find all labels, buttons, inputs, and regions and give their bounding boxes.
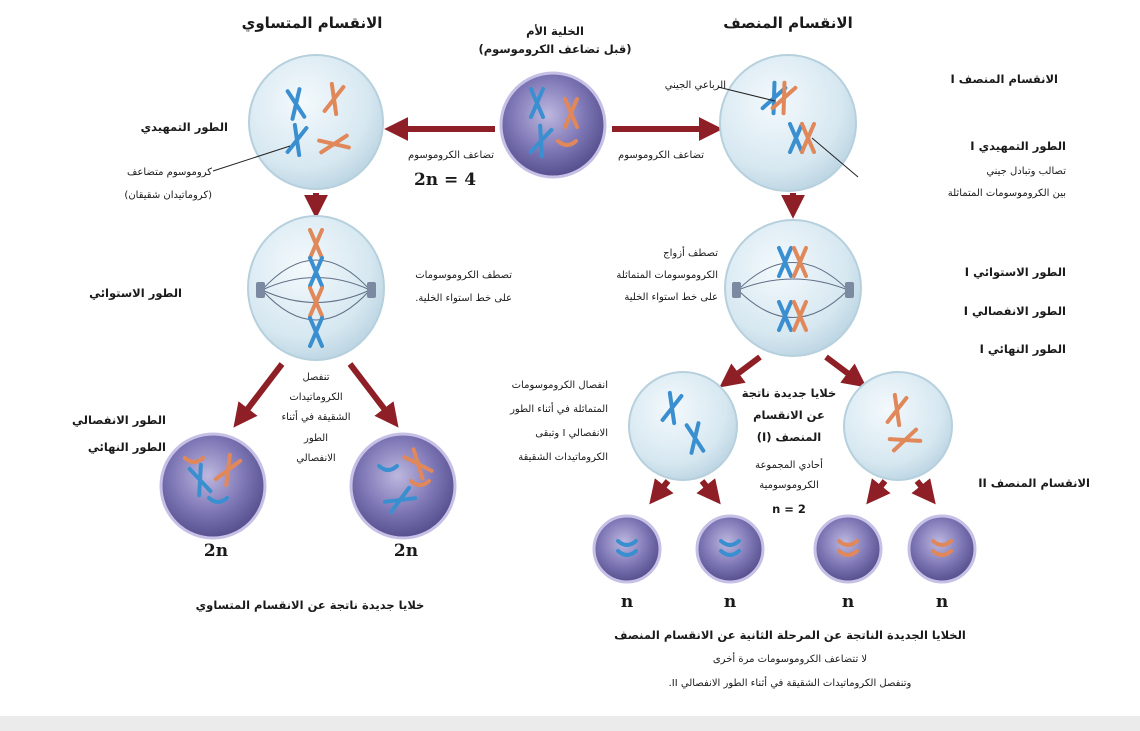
mitosis-metaphase-label: الطور الاستوائي (72, 286, 182, 300)
bottom-band (0, 716, 1140, 731)
mitosis-result: خلايا جديدة ناتجة عن الانقسام المتساوي (160, 598, 460, 612)
gamete-ploidy-1: n (617, 592, 637, 613)
gamete-1 (594, 516, 660, 582)
synapsis-label-2: بين الكروموسومات المتماثلة (906, 188, 1066, 201)
homolog-separation-3: الانفصالي I وتبقى (468, 428, 608, 441)
meiosis-I-daughter-right (844, 372, 952, 480)
homolog-separation-4: الكروماتيدات الشقيقة (468, 452, 608, 465)
meiosis-telophase-I-label: الطور النهائي I (946, 342, 1066, 356)
haploid-3: n = 2 (733, 502, 845, 516)
homolog-separation-2: المتماثلة في أثناء الطور (468, 404, 608, 417)
mitosis-telophase-label: الطور النهائي (66, 440, 166, 454)
mitosis-daughter-ploidy-right: 2n (386, 541, 426, 562)
mitosis-metaphase-cell (248, 216, 384, 360)
mitosis-separation-4: الطور (262, 433, 370, 446)
mitosis-daughter-ploidy-left: 2n (196, 541, 236, 562)
gamete-ploidy-3: n (838, 592, 858, 613)
meiosis-II-label: الانقسام المنصف II (950, 476, 1090, 490)
meiosis-I-daughter-left (629, 372, 737, 480)
gamete-2 (697, 516, 763, 582)
synapsis-label-1: تصالب وتبادل جيني (906, 166, 1066, 179)
mitosis-prophase-cell (249, 55, 383, 189)
new-cells-3: المنصف (I) (733, 430, 845, 444)
parent-cell-title: الخلية الأم (470, 24, 640, 38)
pairs-label-1: تصطف أزواج (608, 248, 718, 261)
gamete-4 (909, 516, 975, 582)
mitosis-prophase-label: الطور التمهيدي (128, 120, 228, 134)
parent-cell-subtitle: (قبل تضاعف الكروموسوم) (462, 42, 648, 56)
arrow-gamete-2 (702, 481, 714, 496)
mitosis-separation-3: الشقيقة في أثناء (262, 412, 370, 425)
meiosis-result-3: وتنفصل الكروماتيدات الشقيقة في أثناء الط… (580, 678, 1000, 691)
pairs-label-3: على خط استواء الخلية (590, 292, 718, 305)
gamete-ploidy-4: n (932, 592, 952, 613)
mitosis-daughter-cell-left (161, 434, 265, 538)
meiosis-heading: الانقسام المنصف (702, 14, 874, 33)
mitosis-anaphase-label: الطور الانفصالي (54, 413, 166, 427)
mitosis-replication-label: تضاعف الكروموسوم (390, 150, 494, 163)
mitosis-separation-5: الانفصالي (262, 453, 370, 466)
arrow-gamete-4 (917, 481, 929, 496)
mitosis-daughter-cell-right (351, 434, 455, 538)
meiosis-I-label: الانقسام المنصف I (946, 72, 1058, 86)
mitosis-separation-1: تنفصل (262, 372, 370, 385)
meiosis-metaphase-I-label: الطور الاستوائي I (946, 265, 1066, 279)
parent-cell (501, 73, 605, 177)
ploidy-parent-label: 2n = 4 (410, 170, 480, 191)
arrow-gamete-1 (656, 481, 668, 496)
meiosis-prophase-I-label: الطور التمهيدي I (944, 139, 1066, 153)
tetrad-label: الرباعي الجيني (626, 80, 726, 93)
gamete-ploidy-2: n (720, 592, 740, 613)
arrow-meiosis-right (826, 357, 858, 381)
mitosis-heading: الانقسام المتساوي (226, 14, 398, 33)
haploid-2: الكروموسومية (733, 480, 845, 493)
homolog-separation-1: انفصال الكروموسومات (468, 380, 608, 393)
arrow-meiosis-left (728, 357, 760, 381)
new-cells-1: خلايا جديدة ناتجة (733, 386, 845, 400)
meiosis-anaphase-I-label: الطور الانفصالي I (946, 304, 1066, 318)
duplicated-chromosome-label: كروموسوم متضاعف (96, 167, 212, 180)
arrow-gamete-3 (873, 481, 885, 496)
gamete-3 (815, 516, 881, 582)
new-cells-2: عن الانقسام (733, 408, 845, 422)
mitosis-metaphase-desc-2: على خط استواء الخلية. (380, 293, 512, 306)
meiosis-result-2: لا تتضاعف الكروموسومات مرة أخرى (600, 654, 980, 667)
mitosis-metaphase-desc-1: تصطف الكروموسومات (392, 270, 512, 283)
pairs-label-2: الكروموسومات المتماثلة (590, 270, 718, 283)
mitosis-separation-2: الكروماتيدات (262, 392, 370, 405)
meiosis-prophase-I-cell (720, 55, 856, 191)
meiosis-result-1: الخلايا الجديدة الناتجة عن المرحلة الثان… (560, 628, 1020, 642)
haploid-1: أحادي المجموعة (733, 460, 845, 473)
meiosis-replication-label: تضاعف الكروموسوم (594, 150, 704, 163)
sister-chromatids-label: (كروماتيدان شقيقان) (86, 190, 212, 203)
meiosis-metaphase-I-cell (725, 220, 861, 356)
